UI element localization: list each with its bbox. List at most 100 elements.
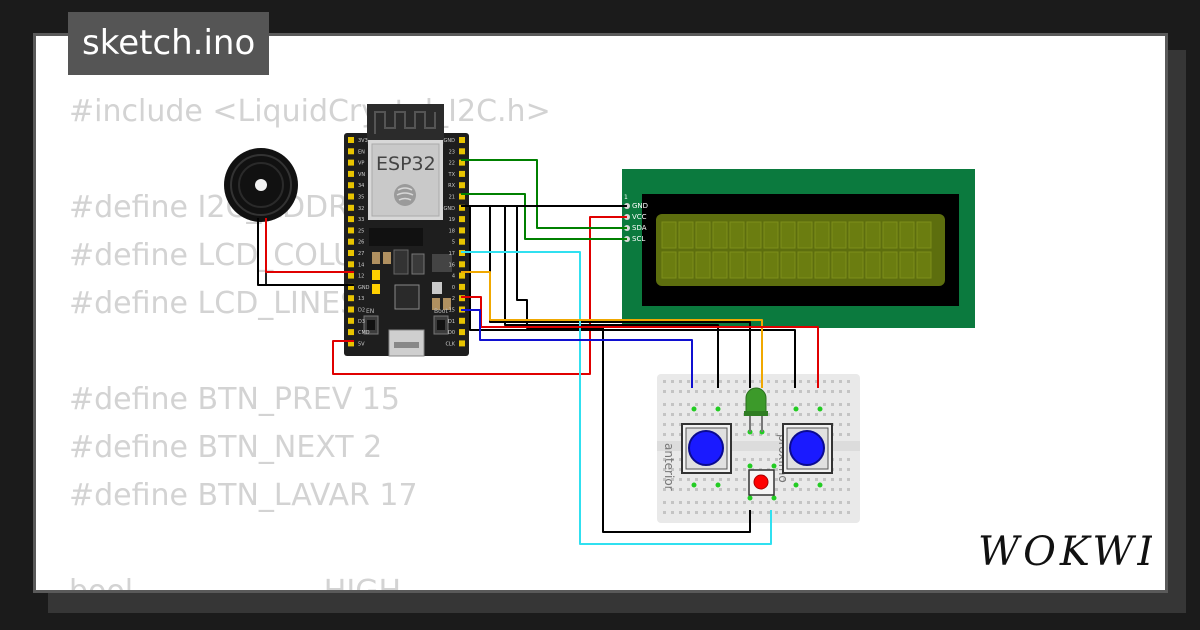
esp32-antenna [367,104,444,144]
esp32-pin-label: D2 [358,308,365,314]
code-line: bool HIGH [69,574,402,593]
esp32-pin-label: 14 [358,262,364,268]
esp32-pin-left-13[interactable] [348,295,354,302]
esp32-pin-right-tx[interactable] [459,170,465,177]
usb-port [388,329,425,357]
wire-vin-red [332,216,627,375]
esp32-pin-left-12[interactable] [348,272,354,279]
esp32-board[interactable]: ESP32 EN Boot 3V3 [344,104,469,357]
code-line: #define BTN_NEXT 2 [69,430,383,465]
esp32-pin-label: 21 [449,195,455,201]
esp32-en-button-label: EN [366,308,374,315]
esp32-pin-label: 25 [358,228,364,234]
esp32-pin-right-5[interactable] [459,238,465,245]
esp32-pin-right-clk[interactable] [459,340,465,347]
esp32-pin-label: 5V [358,341,365,347]
lcd-pin-marker: 1 [624,194,628,201]
esp32-pin-left-32[interactable] [348,204,354,211]
wire-sda-green [461,159,627,229]
esp32-pin-right-21[interactable] [459,193,465,200]
esp32-pin-label: 16 [449,262,455,268]
esp32-pin-left-26[interactable] [348,238,354,245]
esp32-pin-left-d2[interactable] [348,306,354,313]
esp32-pin-left-d3[interactable] [348,317,354,324]
esp32-pin-label: D1 [448,319,455,325]
button-anterior[interactable] [681,423,732,474]
esp32-pin-label: 12 [358,274,364,280]
label-anterior: anterior [662,443,676,491]
code-line: #define LCD_LINES [69,286,360,321]
esp32-pin-right-gnd[interactable] [459,137,465,143]
esp32-pin-label: VP [358,161,364,167]
wire-17-cyan [461,251,772,545]
preview-card: #include <LiquidCrystal_I2C.h>#define I2… [33,33,1168,593]
esp32-pin-label: 13 [358,296,364,302]
esp32-pin-label: 4 [452,274,455,280]
esp32-pin-left-14[interactable] [348,261,354,268]
lcd-module[interactable]: 1 GND VCC SDA SCL [622,169,975,328]
wire-scl-green [461,193,627,240]
esp32-pin-label: D0 [448,330,455,336]
wire-gnd-bus-3 [504,206,719,388]
esp32-pin-label: 32 [358,206,364,212]
lcd-pin-vcc: VCC [632,213,647,221]
esp32-pin-label: 2 [452,296,455,302]
esp32-en-button[interactable]: EN [363,308,379,335]
esp32-pin-left-27[interactable] [348,250,354,256]
esp32-pin-label: 18 [449,228,455,234]
esp32-pin-label: 23 [449,149,455,155]
esp32-pin-right-0[interactable] [459,283,465,290]
esp32-pin-right-22[interactable] [459,159,465,166]
wokwi-logo: WOKWI [978,530,1152,574]
buzzer[interactable] [224,148,298,285]
esp32-pin-right-d1[interactable] [459,317,465,324]
esp32-pin-right-23[interactable] [459,148,465,155]
esp32-pin-label: EN [358,149,365,155]
esp32-pin-label: GND [358,285,370,291]
esp32-pin-label: D3 [358,319,365,325]
button-proximo[interactable] [782,423,833,474]
esp32-pin-left-34[interactable] [348,182,354,189]
code-line: #define BTN_LAVAR 17 [69,478,418,513]
esp32-pin-right-rx[interactable] [459,182,465,189]
lcd-pin-scl: SCL [632,235,645,243]
esp32-pin-label: 0 [452,285,455,291]
file-name-tab[interactable]: sketch.ino [68,12,270,75]
esp32-pin-left-vp[interactable] [348,159,354,166]
wire-gnd-bus-2 [489,206,751,388]
esp32-components [372,249,452,310]
esp32-pin-right-d0[interactable] [459,329,465,336]
esp32-pin-left-gnd[interactable] [348,283,354,290]
wokwi-logo-text: WOKWI [978,530,1152,574]
esp32-pin-label: TX [448,172,456,178]
esp32-pin-label: 3V3 [358,138,368,144]
esp32-pin-left-en[interactable] [348,148,354,155]
esp32-pin-left-33[interactable] [348,216,354,223]
esp32-pin-left-35[interactable] [348,193,354,200]
esp32-pin-left-3v3[interactable] [348,137,354,143]
esp32-pin-left-25[interactable] [348,227,354,234]
lcd-pin-sda: SDA [632,224,647,232]
esp32-pin-left-5v[interactable] [348,340,354,347]
esp32-pin-right-4[interactable] [459,272,465,279]
lcd-pin-gnd: GND [632,202,648,210]
esp32-pin-left-cmd[interactable] [348,329,354,336]
esp32-pin-label: 26 [358,240,364,246]
esp32-pin-right-18[interactable] [459,227,465,234]
esp32-pin-right-gnd[interactable] [459,204,465,211]
esp32-pin-label: CMD [358,330,370,336]
esp32-boot-button[interactable]: Boot [433,308,449,335]
wire-gnd-bus-1 [469,206,796,388]
esp32-pin-right-16[interactable] [459,261,465,268]
lcd-character-cells [661,221,932,279]
esp32-left-header: 3V3ENVPVN343532332526271412GND13D2D3CMD5… [348,137,370,347]
button-lavar[interactable] [748,469,775,496]
green-led[interactable] [744,387,768,432]
esp32-pin-label: RX [448,183,455,189]
esp32-pin-right-19[interactable] [459,216,465,223]
code-line: #define BTN_PREV 15 [69,382,401,417]
esp32-pin-label: 17 [449,251,455,257]
esp32-pin-left-vn[interactable] [348,170,354,177]
esp32-pin-right-2[interactable] [459,295,465,302]
